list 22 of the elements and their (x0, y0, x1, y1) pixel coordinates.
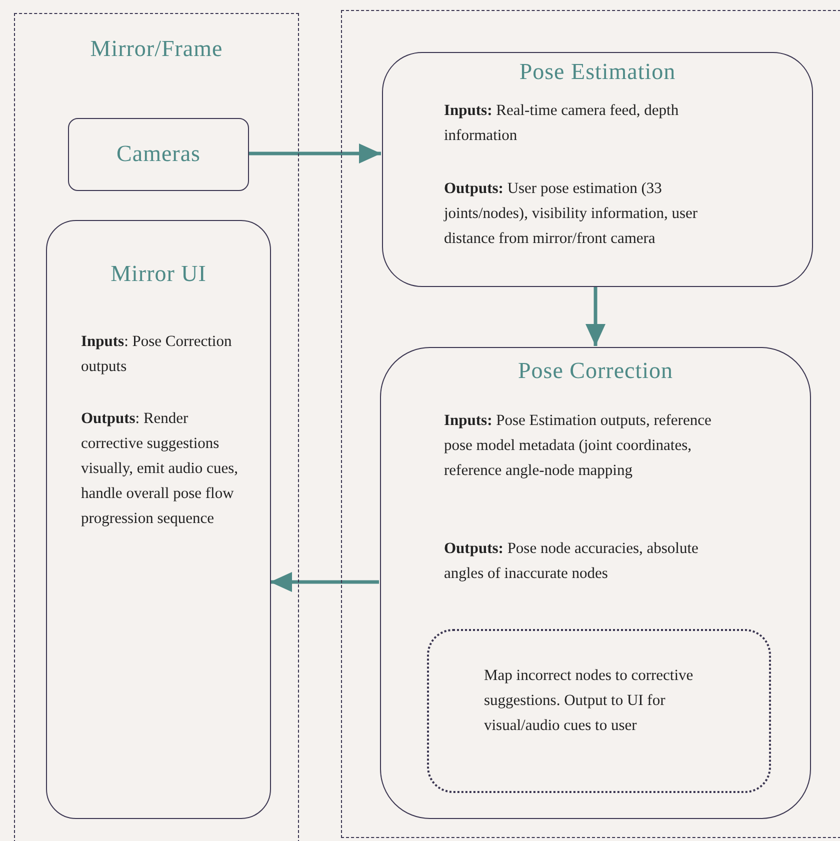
heading: Mirror/Frame (89, 36, 224, 62)
dotted-note-box (427, 629, 771, 793)
description-text: Outputs: User pose estimation (33 joints/nodes), visibility information, user distance from mirror/front camera (444, 179, 699, 249)
heading: Cameras (116, 141, 202, 167)
process-box (380, 347, 811, 819)
description-text: Inputs: Pose Estimation outputs, reference pose model metadata (joint coordinates, reference angle-node mapping (444, 411, 712, 481)
heading: Mirror UI (110, 261, 208, 287)
process-box (382, 52, 813, 287)
heading: Pose Estimation (518, 59, 677, 85)
arrow (586, 286, 606, 346)
description-text: Outputs: Pose node accuracies, absolute angles of inaccurate nodes (444, 539, 700, 584)
heading: Pose Correction (516, 358, 674, 384)
description-text: Inputs: Pose Correction outputs (81, 332, 233, 377)
process-box (46, 220, 271, 819)
process-box (68, 118, 249, 191)
description-text: Map incorrect nodes to corrective suggestions. Output to UI for visual/audio cues to user (484, 666, 694, 736)
description-text: Inputs: Real-time camera feed, depth information (444, 101, 680, 146)
description-text: Outputs: Render corrective suggestions visually, emit audio cues, handle overall pose flow progression sequence (81, 409, 239, 529)
dashed-group-frame (14, 13, 299, 841)
dashed-group-frame (341, 10, 840, 838)
arrow (248, 144, 381, 164)
arrow (270, 572, 379, 592)
